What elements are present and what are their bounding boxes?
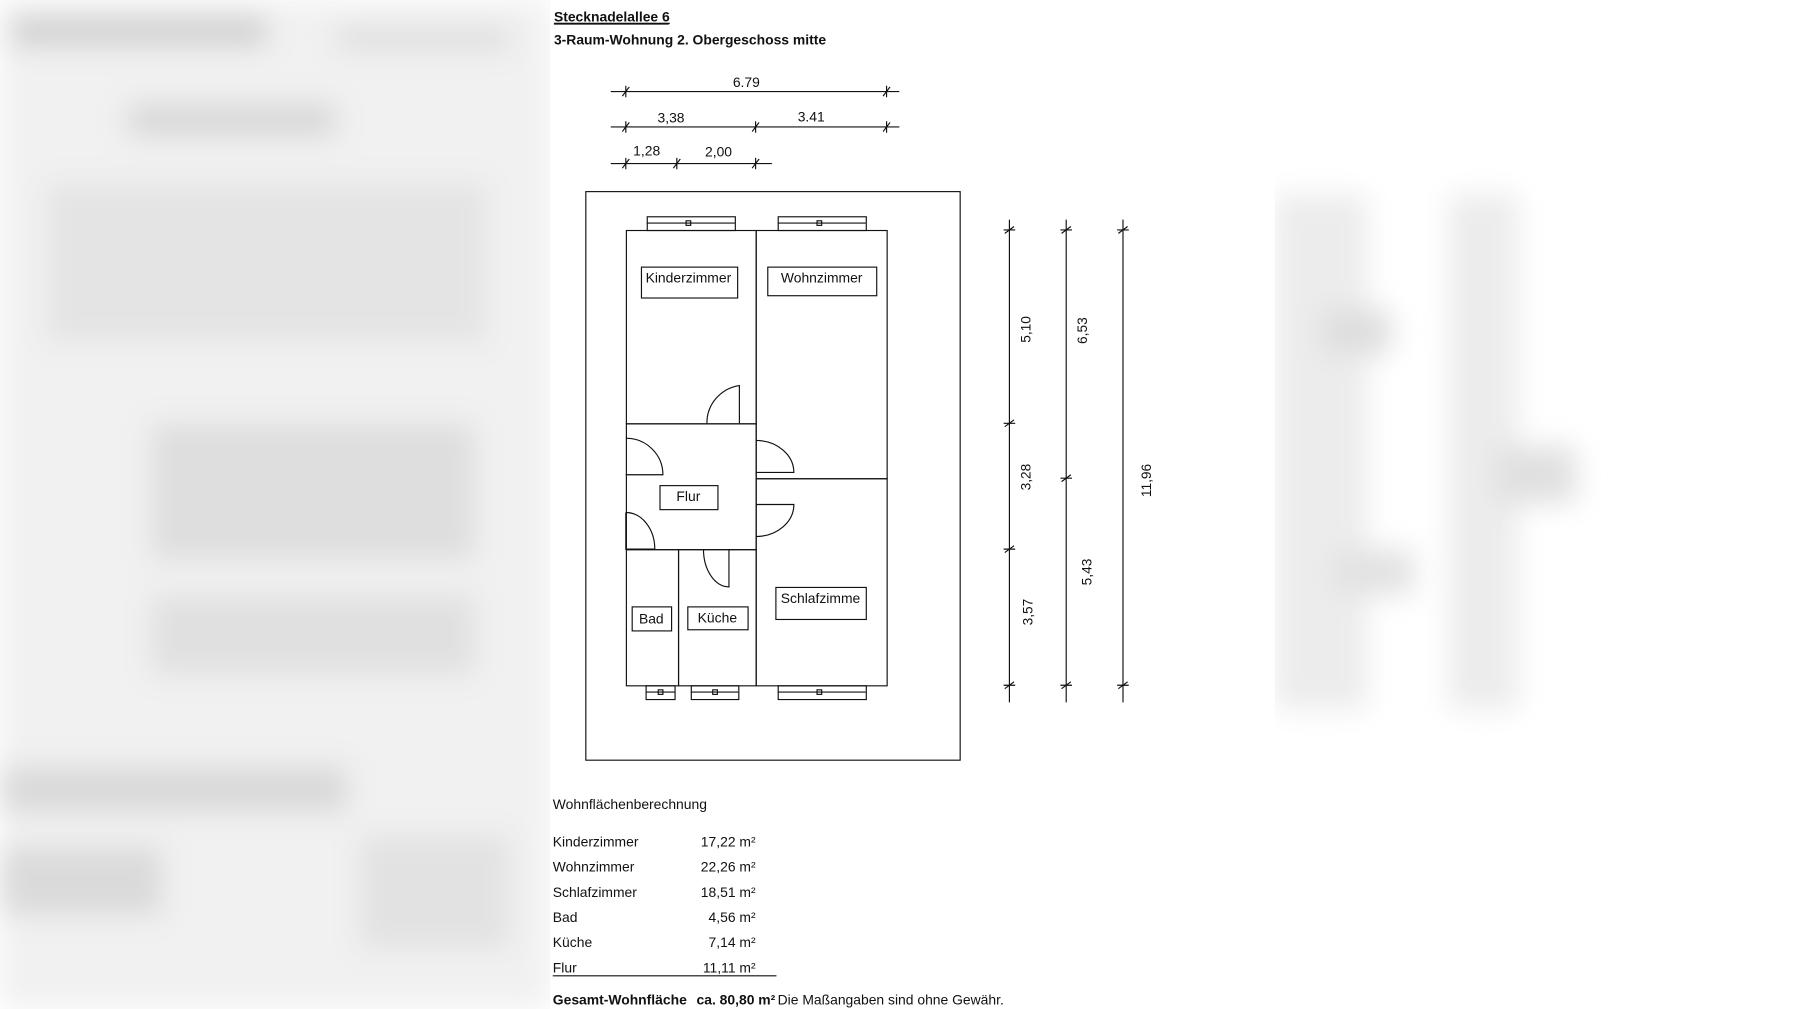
row-room: Kinderzimmer bbox=[553, 834, 639, 850]
dim-bad-width: 1,28 bbox=[633, 143, 660, 159]
dim-wohnzimmer-depth: 6,53 bbox=[1074, 317, 1090, 344]
address-title: Stecknadelallee 6 bbox=[554, 9, 670, 25]
label-wohnzimmer: Wohnzimmer bbox=[781, 270, 863, 286]
blurred-background-right bbox=[1274, 194, 1577, 710]
row-room: Schlafzimmer bbox=[553, 884, 638, 900]
horizontal-dimensions: 6.79 3,38 3.41 1,28 2,00 bbox=[610, 74, 900, 170]
dim-left-width: 3,38 bbox=[657, 109, 684, 125]
dim-bad-depth: 3,57 bbox=[1020, 599, 1036, 626]
label-flur: Flur bbox=[676, 488, 700, 504]
table-row: Kinderzimmer 17,22 m² bbox=[553, 834, 756, 850]
total-label: Gesamt-Wohnfläche bbox=[553, 992, 687, 1008]
disclaimer: Die Maßangaben sind ohne Gewähr. bbox=[778, 992, 1004, 1008]
area-table: Wohnflächenberechnung Kinderzimmer 17,22 … bbox=[553, 796, 1004, 1008]
label-kinderzimmer: Kinderzimmer bbox=[646, 270, 732, 286]
windows bbox=[645, 216, 867, 701]
dim-total-depth: 11,96 bbox=[1138, 464, 1154, 498]
row-room: Küche bbox=[553, 934, 593, 950]
row-area: 22,26 m² bbox=[701, 859, 756, 875]
table-row: Bad 4,56 m² bbox=[553, 909, 756, 925]
area-table-heading: Wohnflächenberechnung bbox=[553, 796, 707, 812]
label-schlafzimmer: Schlafzimme bbox=[781, 590, 861, 606]
total-value: ca. 80,80 m² bbox=[697, 992, 776, 1008]
row-area: 7,14 m² bbox=[709, 934, 756, 950]
dim-right-width: 3.41 bbox=[798, 108, 825, 124]
table-row: Küche 7,14 m² bbox=[553, 934, 756, 950]
dim-schlafzimmer-depth: 5,43 bbox=[1079, 558, 1095, 585]
blurred-background-left bbox=[0, 0, 551, 1009]
label-bad: Bad bbox=[639, 611, 664, 627]
plan-frame bbox=[585, 191, 961, 761]
row-area: 17,22 m² bbox=[701, 834, 756, 850]
dim-kinderzimmer-depth: 5,10 bbox=[1017, 316, 1033, 343]
row-area: 18,51 m² bbox=[701, 884, 756, 900]
apartment-subtitle: 3-Raum-Wohnung 2. Obergeschoss mitte bbox=[554, 32, 826, 48]
table-row: Schlafzimmer 18,51 m² bbox=[553, 884, 756, 900]
table-row: Flur 11,11 m² bbox=[553, 959, 756, 975]
dim-total-width: 6.79 bbox=[733, 74, 760, 90]
row-area: 4,56 m² bbox=[709, 909, 756, 925]
floor-plan: Kinderzimmer Wohnzimmer Flur Schlafzimme… bbox=[585, 191, 961, 761]
table-row: Wohnzimmer 22,26 m² bbox=[553, 859, 756, 875]
doors bbox=[625, 384, 795, 588]
row-room: Flur bbox=[553, 959, 577, 975]
row-room: Bad bbox=[553, 909, 578, 925]
row-area: 11,11 m² bbox=[703, 959, 756, 975]
row-room: Wohnzimmer bbox=[553, 859, 635, 875]
dim-flur-depth: 3,28 bbox=[1017, 463, 1033, 490]
dim-kueche-width: 2,00 bbox=[705, 144, 732, 160]
vertical-dimensions: 5,10 3,28 3,57 6,53 5,43 11,96 bbox=[1003, 219, 1154, 703]
label-kueche: Küche bbox=[698, 609, 738, 625]
